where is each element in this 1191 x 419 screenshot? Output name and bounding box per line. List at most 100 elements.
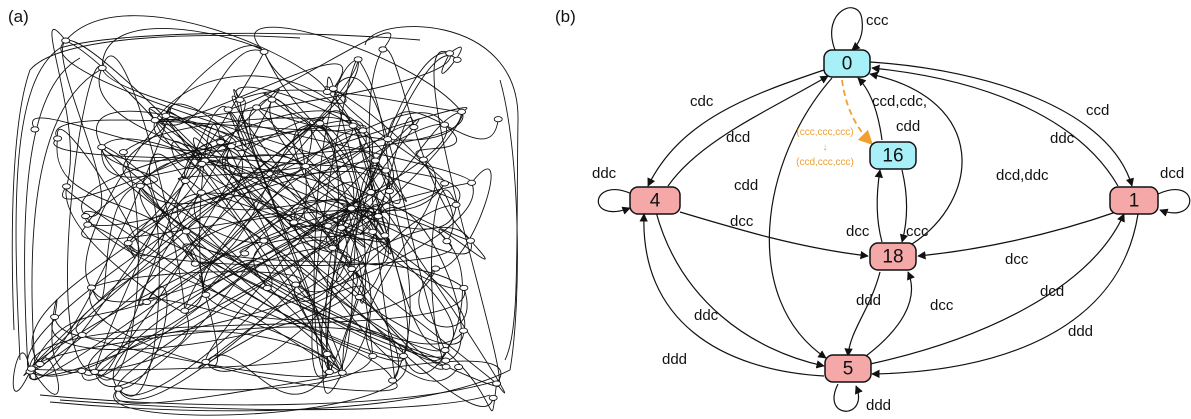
network-edge (329, 117, 415, 373)
network-edge (101, 146, 343, 374)
network-node (161, 112, 171, 119)
network-node (322, 88, 332, 95)
network-edge (39, 379, 501, 406)
network-node (259, 48, 269, 55)
highlight-label-arrow: ↓ (823, 142, 828, 153)
edge-18-to-0 (869, 71, 963, 245)
network-edge (239, 89, 462, 113)
network-node (493, 116, 503, 123)
network-node (323, 222, 333, 229)
node-1-label: 1 (1129, 191, 1140, 212)
edge-label-0-4: cdc (690, 93, 714, 110)
network-node (61, 37, 71, 44)
edge-label-4-5: ddc (694, 307, 719, 324)
network-edge (51, 29, 71, 187)
network-edge (91, 208, 352, 303)
edge-18-to-5 (844, 271, 881, 357)
network-edge (311, 58, 359, 378)
network-node (315, 120, 325, 127)
network-edge (31, 357, 59, 395)
network-node (81, 213, 91, 220)
edge-label-4-18: dcc (730, 213, 754, 230)
network-edge (154, 75, 354, 126)
network-edge (326, 76, 386, 240)
network-edge (177, 130, 367, 182)
network-edge (165, 103, 400, 381)
network-node (441, 357, 451, 364)
network-edge (144, 298, 343, 374)
network-edge (101, 67, 473, 184)
edge-1-to-0 (871, 64, 1119, 187)
edge-label-self-5: ddd (866, 397, 891, 414)
network-edge (113, 124, 448, 389)
network-node (240, 250, 250, 257)
network-edge (146, 198, 352, 303)
network-edge (239, 182, 472, 254)
edge-4-to-18 (679, 211, 869, 260)
network-node (135, 182, 145, 189)
network-edge (319, 122, 374, 357)
network-node (385, 188, 394, 195)
network-edge (155, 53, 451, 121)
network-node (142, 298, 152, 306)
network-edge (295, 204, 457, 293)
edge-5-to-18 (865, 271, 915, 357)
network-edge (336, 129, 373, 282)
edge-1-to-5 (871, 213, 1139, 379)
network-edge (127, 107, 467, 244)
network-edge (94, 355, 374, 391)
network-node (454, 363, 464, 371)
network-edge (201, 163, 386, 236)
network-node (262, 284, 272, 292)
network-node (252, 104, 262, 111)
network-edge (418, 268, 468, 328)
network-edge (62, 143, 232, 200)
network-edge (29, 51, 265, 381)
network-node (328, 85, 338, 92)
network-node (459, 284, 469, 291)
network-edge (195, 123, 319, 265)
edge-label-18-5: ddd (856, 292, 881, 309)
edge-label-16-0-a: ccd,cdc, (872, 93, 927, 110)
network-edge (263, 51, 347, 104)
network-node (289, 219, 299, 226)
network-edge (117, 215, 379, 390)
network-edge (60, 40, 459, 206)
network-node (445, 50, 455, 57)
edge-1-to-18 (917, 211, 1117, 260)
network-node (267, 96, 277, 103)
network-edge (127, 240, 452, 266)
edge-16-to-18 (899, 169, 909, 243)
network-node (348, 122, 358, 129)
network-edge (59, 394, 491, 411)
network-edge (324, 86, 454, 242)
network-edge (154, 49, 265, 126)
node-1: 1 (1109, 186, 1159, 215)
network-edge (305, 165, 448, 242)
network-edge (29, 226, 347, 376)
node-4-label: 4 (650, 191, 661, 212)
network-node (354, 294, 364, 301)
network-edge (146, 145, 243, 303)
edge-label-5-18: dcc (930, 297, 954, 314)
network-edge (65, 15, 328, 93)
network-node (467, 179, 477, 186)
network-node (373, 213, 383, 220)
edge-label-0-1: ccd (1086, 102, 1109, 119)
network-edge (271, 99, 313, 167)
network-edge (148, 108, 343, 373)
network-edge (154, 119, 497, 384)
network-node (399, 352, 408, 359)
network-node (201, 358, 211, 365)
network-edge (231, 116, 364, 152)
network-edge (204, 159, 457, 230)
edge-self-5 (833, 383, 863, 412)
tangled-network-nodes (25, 37, 503, 401)
network-node (442, 238, 452, 245)
edge-0-to-5 (768, 77, 833, 359)
network-edge (101, 147, 159, 187)
network-edge (94, 152, 139, 381)
panel-a-label: (a) (8, 7, 29, 26)
edge-5-to-1 (869, 213, 1125, 365)
